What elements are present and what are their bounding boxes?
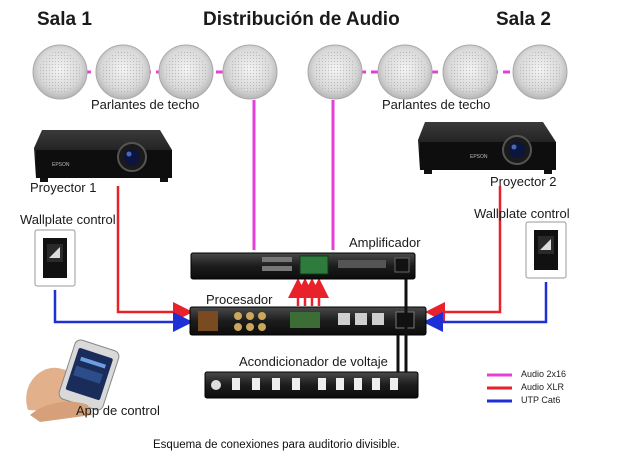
legend-swatches	[487, 373, 512, 403]
xlr-line-left	[116, 186, 193, 322]
speaker-feed-cables	[252, 100, 335, 250]
phone-app-icon	[26, 339, 120, 422]
ceiling-speaker-icon	[512, 44, 568, 100]
xlr-line-right	[425, 186, 502, 322]
diagram-caption: Esquema de conexiones para auditorio div…	[153, 439, 400, 451]
ceiling-speaker-icon	[95, 44, 151, 100]
label-processor: Procesador	[206, 292, 273, 307]
utp-line-left	[53, 290, 193, 332]
power-conditioner-icon	[204, 371, 419, 399]
ceiling-speaker-icon	[158, 44, 214, 100]
label-wallplate-right: Wallplate control	[474, 206, 570, 221]
ceiling-speakers-left	[32, 44, 278, 100]
amplifier-icon	[190, 252, 416, 280]
projector-1-icon: EPSON	[34, 130, 172, 182]
diagram-title: Distribución de Audio	[203, 9, 400, 30]
title-room-2: Sala 2	[496, 9, 551, 30]
projector-brand-2: EPSON	[470, 154, 488, 160]
label-conditioner: Acondicionador de voltaje	[239, 354, 388, 369]
ceiling-speaker-icon	[32, 44, 88, 100]
power-cables	[396, 279, 408, 376]
ceiling-speakers-right	[307, 44, 568, 100]
ceiling-speaker-icon	[222, 44, 278, 100]
wallplate-left-icon	[34, 229, 76, 287]
label-wallplate-left: Wallplate control	[20, 212, 116, 227]
label-projector-1: Proyector 1	[30, 180, 97, 195]
projector-brand-1: EPSON	[52, 162, 70, 168]
processor-icon	[189, 306, 427, 336]
label-speakers-right: Parlantes de techo	[382, 97, 491, 112]
legend-label-audio-2x16: Audio 2x16	[521, 369, 567, 379]
xlr-cables	[116, 186, 502, 322]
label-amplifier: Amplificador	[349, 235, 421, 250]
legend-label-audio-xlr: Audio XLR	[521, 382, 565, 392]
label-projector-2: Proyector 2	[490, 174, 557, 189]
utp-line-right	[423, 282, 548, 332]
legend-label-utp: UTP Cat6	[521, 395, 561, 405]
label-speakers-left: Parlantes de techo	[91, 97, 200, 112]
ceiling-speaker-icon	[442, 44, 498, 100]
ceiling-speaker-icon	[307, 44, 363, 100]
wallplate-right-icon	[525, 221, 567, 279]
title-room-1: Sala 1	[37, 9, 92, 30]
ceiling-speaker-icon	[377, 44, 433, 100]
label-app: App de control	[76, 403, 160, 418]
projector-2-icon: EPSON	[418, 122, 556, 174]
utp-cables	[53, 282, 548, 332]
